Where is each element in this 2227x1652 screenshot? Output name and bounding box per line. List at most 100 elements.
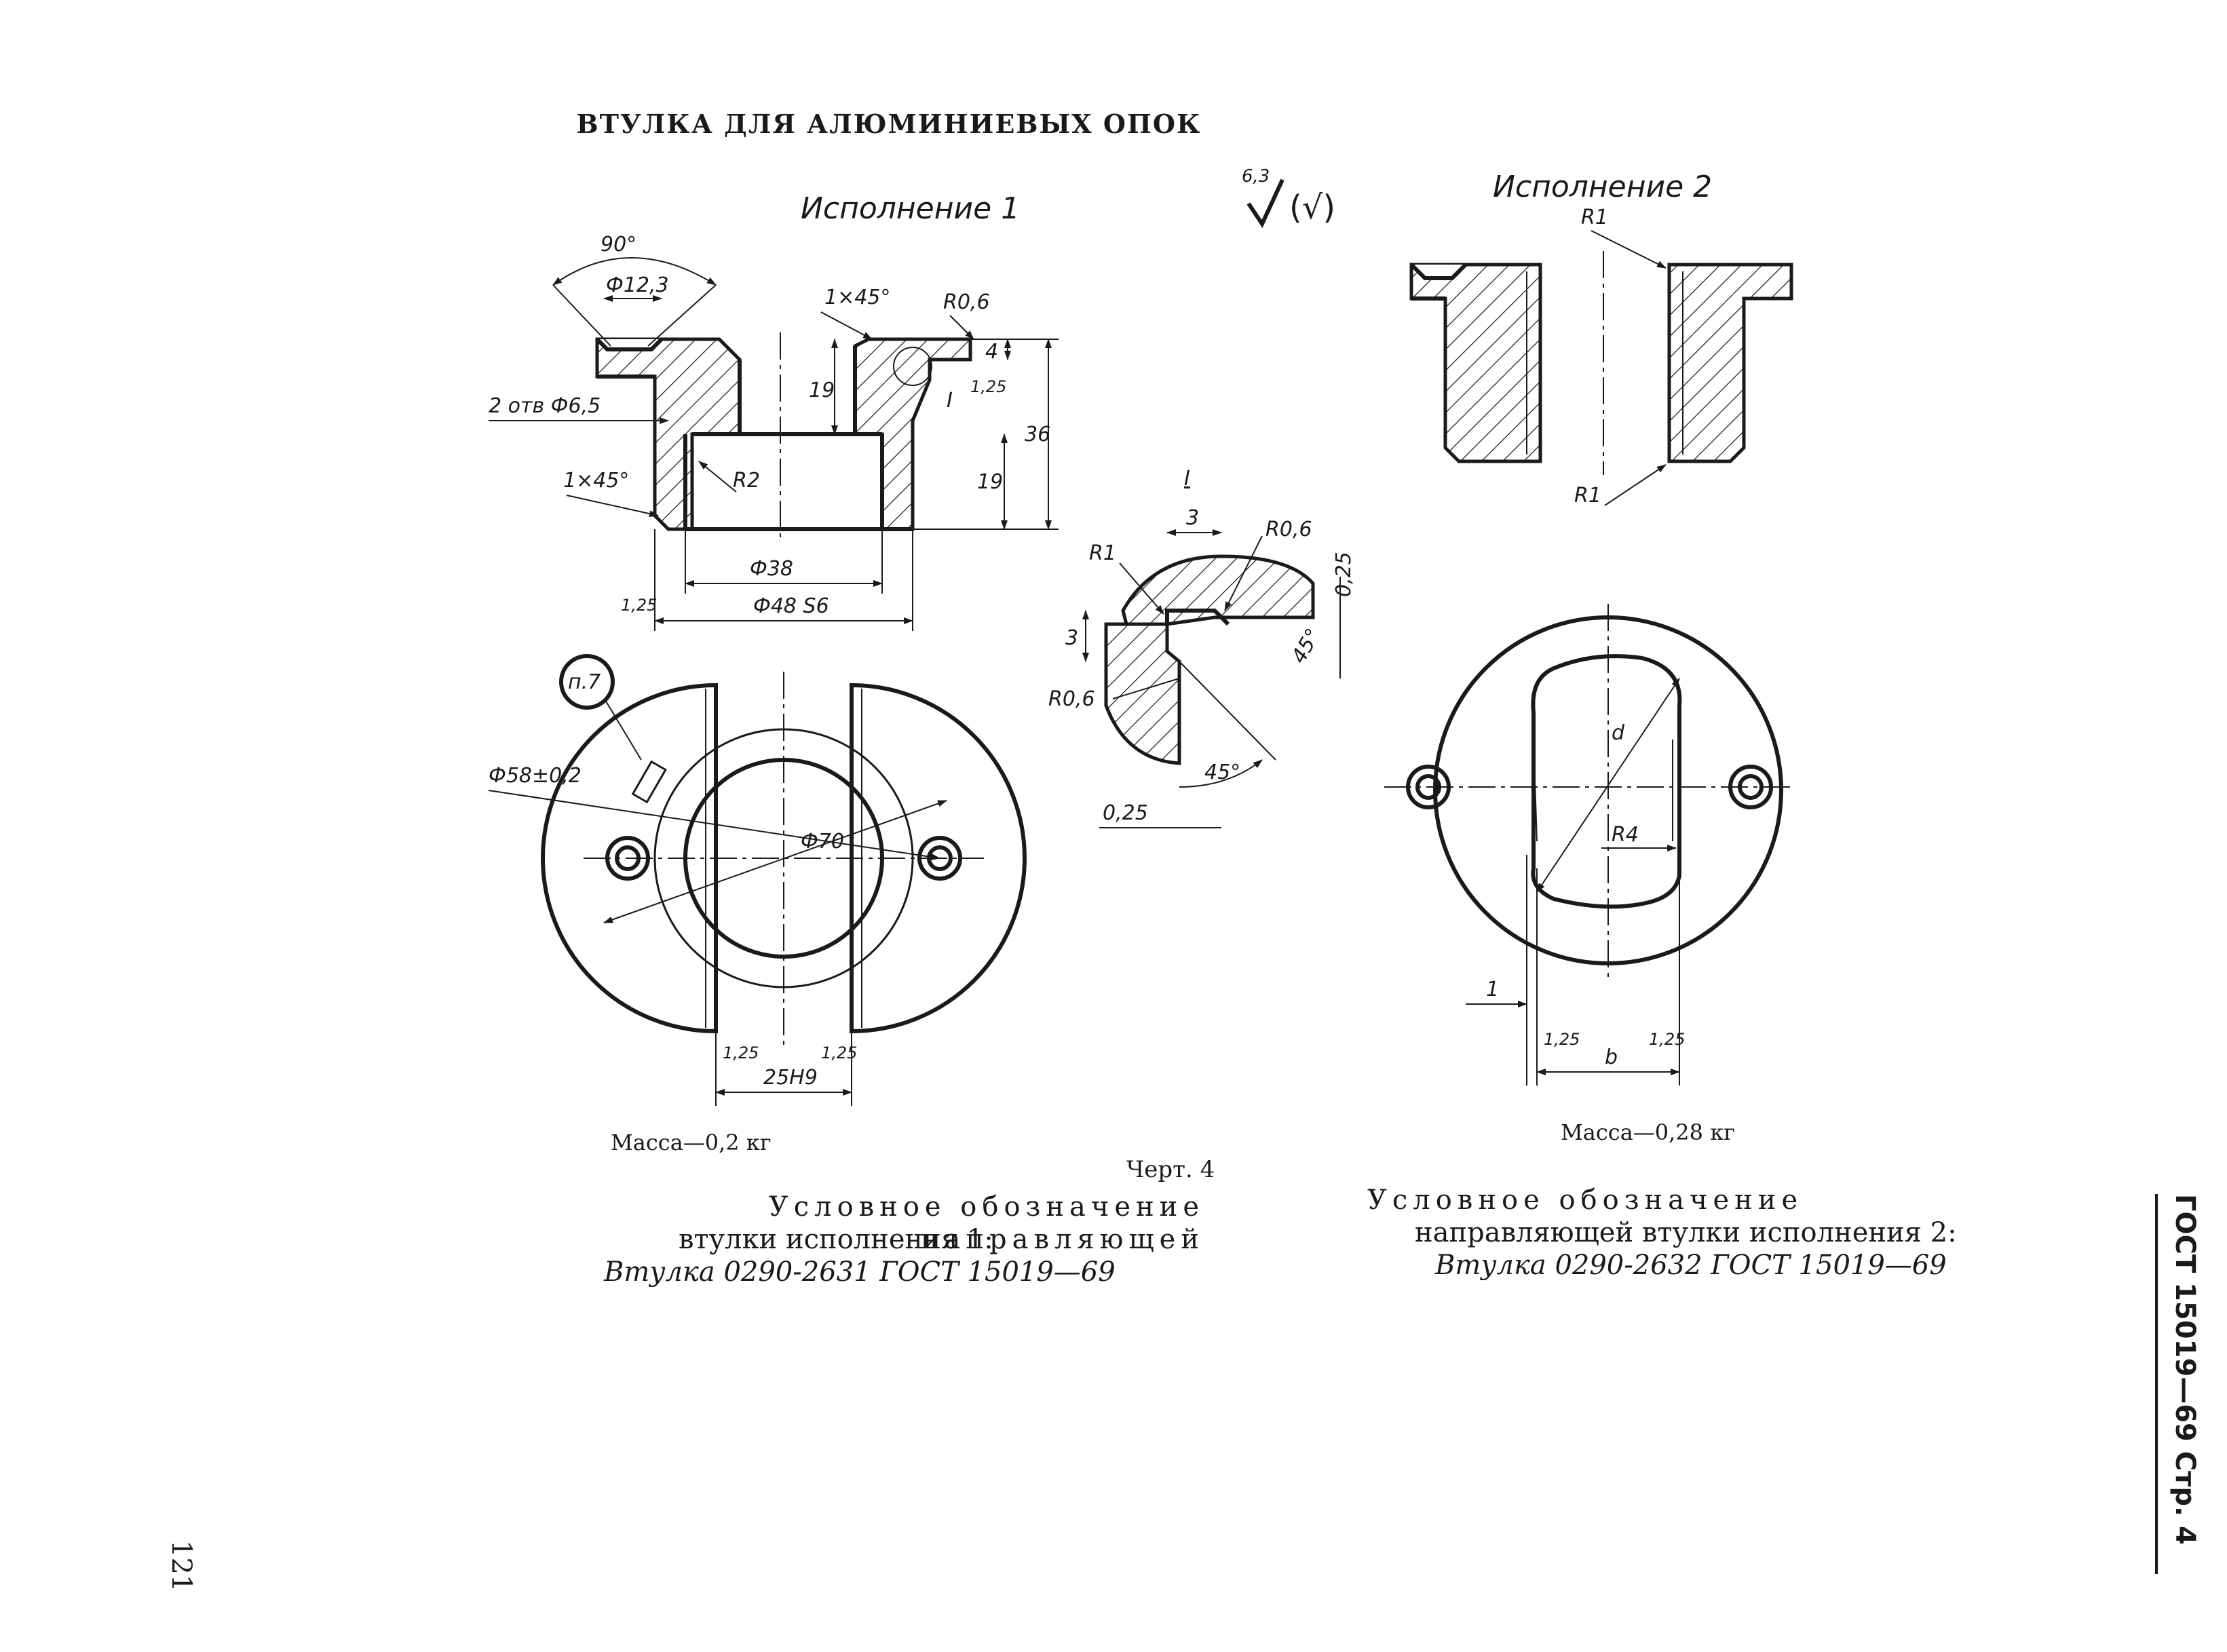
r-leader bbox=[949, 315, 974, 340]
detail-edge bbox=[1165, 609, 1230, 626]
dim-r2: R2 bbox=[733, 469, 760, 493]
dim-h4: 4 bbox=[985, 340, 998, 364]
dim-chamfer-bottom: 1×45° bbox=[563, 469, 629, 493]
detail-leader bbox=[1112, 678, 1180, 699]
dim-h19-bottom: 19 bbox=[977, 470, 1003, 494]
detail-leader bbox=[1224, 535, 1263, 611]
dim-d58: Ф58±0,2 bbox=[489, 764, 582, 788]
detail-d3-top: 3 bbox=[1186, 506, 1199, 530]
dim-d70: Ф70 bbox=[801, 830, 844, 853]
surface-finish-symbol: 6,3 (√) bbox=[1242, 166, 1335, 229]
check-mark bbox=[1246, 178, 1284, 229]
figure-number: Черт. 4 bbox=[1126, 1156, 1215, 1183]
variant1-plan: Ф70 Ф58±0,2 п.7 25H9 1,25 1,25 bbox=[488, 654, 1027, 1106]
detail-d3-left: 3 bbox=[1065, 626, 1078, 650]
v2-inner-opening bbox=[1531, 654, 1682, 909]
variant2-designation-code: Втулка 0290-2632 ГОСТ 15019—69 bbox=[1435, 1250, 1947, 1281]
dim-angle: 90° bbox=[601, 233, 636, 256]
page-number: 121 bbox=[166, 1540, 197, 1592]
v2-dim-r4: R4 bbox=[1612, 823, 1639, 847]
note-circle bbox=[559, 654, 615, 710]
chamfer-leader bbox=[566, 495, 659, 518]
detail-a45-bottom: 45° bbox=[1204, 761, 1240, 784]
dim-bore: Ф12,3 bbox=[606, 273, 669, 297]
detail-d025-right: 0,25 bbox=[1332, 552, 1356, 597]
detail-view: I 3 R0,6 R1 0,25 3 45° R0,6 45° 0,25 bbox=[1048, 467, 1356, 828]
side-header-text: ГОСТ 15019—69 Стр. 4 bbox=[2155, 1194, 2205, 1574]
variant1-designation-line2: втулки исполнения 1: bbox=[679, 1224, 993, 1255]
marking-area bbox=[631, 760, 667, 804]
detail-left-section bbox=[1104, 622, 1181, 765]
dim-line-58 bbox=[488, 790, 940, 861]
v2-right-wall bbox=[1667, 263, 1793, 463]
note-ref: п.7 bbox=[568, 670, 601, 694]
variant2-designation-line1: Условное обозначение bbox=[1367, 1185, 1804, 1216]
surface-finish-value: 6,3 bbox=[1242, 166, 1270, 187]
variant2-section: Исполнение 2 R1 R1 bbox=[1409, 170, 1793, 507]
r2-leader bbox=[698, 461, 737, 493]
detail-r1: R1 bbox=[1089, 541, 1116, 565]
v2-inner-line bbox=[1533, 739, 1538, 842]
detail-arc bbox=[1179, 759, 1263, 788]
dim-d48: Ф48 S6 bbox=[753, 594, 829, 618]
dim-chamfer-top: 1×45° bbox=[824, 286, 890, 309]
detail-ref: I bbox=[947, 389, 953, 412]
rough-slot-right: 1,25 bbox=[821, 1043, 857, 1062]
variant1-designation-code: Втулка 0290-2631 ГОСТ 15019—69 bbox=[604, 1256, 1116, 1288]
rough-side: 1,25 bbox=[621, 596, 657, 615]
rough-detail: 1,25 bbox=[970, 377, 1006, 396]
dim-h19-top: 19 bbox=[809, 379, 835, 402]
variant2-designation-line2: направляющей втулки исполнения 2: bbox=[1415, 1217, 1957, 1248]
dim-d38: Ф38 bbox=[750, 557, 793, 581]
side-header: ГОСТ 15019—69 Стр. 4 bbox=[2155, 1194, 2205, 1574]
v2-r1-bottom: R1 bbox=[1574, 484, 1601, 507]
detail-r06-top: R0,6 bbox=[1265, 518, 1312, 541]
bore-outline bbox=[683, 432, 913, 531]
page-title: ВТУЛКА ДЛЯ АЛЮМИНИЕВЫХ ОПОК bbox=[576, 109, 1202, 139]
v2-rough-left: 1,25 bbox=[1544, 1030, 1580, 1049]
v2-dim-d: d bbox=[1612, 721, 1625, 745]
detail-leader bbox=[1119, 562, 1164, 615]
angle-arc bbox=[552, 257, 717, 286]
v2-left-wall bbox=[1409, 263, 1542, 463]
v2-dim-line-d bbox=[1536, 678, 1680, 893]
dim-h36: 36 bbox=[1025, 423, 1050, 446]
variant1-designation-line1: Условное обозначение направляющей bbox=[768, 1191, 1204, 1255]
detail-d025-bottom: 0,25 bbox=[1103, 801, 1148, 825]
v2-dim-one: 1 bbox=[1486, 978, 1499, 1001]
detail-a45-right: 45° bbox=[1287, 624, 1326, 668]
variant2-caption: Исполнение 2 bbox=[1493, 170, 1712, 204]
detail-r06-left: R0,6 bbox=[1048, 687, 1095, 711]
dim-slot: 25H9 bbox=[763, 1066, 818, 1090]
slot-walls bbox=[738, 346, 857, 434]
detail-ext bbox=[1179, 661, 1276, 761]
v2-leader bbox=[1591, 230, 1667, 269]
countersink bbox=[595, 337, 664, 379]
flange-right bbox=[850, 683, 1027, 1034]
detail-top-section bbox=[1121, 554, 1315, 626]
rough-slot-left: 1,25 bbox=[723, 1043, 759, 1062]
detail-circle bbox=[893, 347, 932, 386]
chamfer-leader bbox=[820, 311, 873, 340]
dim-r-top: R0,6 bbox=[943, 290, 990, 314]
dim-line-70 bbox=[603, 800, 947, 923]
variant2-plan: d R4 1 b 1,25 1,25 bbox=[1384, 604, 1791, 1086]
v2-leader bbox=[1604, 464, 1667, 506]
v2-r1-top: R1 bbox=[1581, 206, 1608, 229]
variant1-caption: Исполнение 1 bbox=[801, 191, 1020, 226]
detail-label: I bbox=[1184, 467, 1190, 491]
angle-leader bbox=[647, 284, 717, 347]
dim-holes: 2 отв Ф6,5 bbox=[489, 394, 601, 418]
angle-leader bbox=[552, 284, 611, 347]
variant2-mass: Масса—0,28 кг bbox=[1561, 1119, 1735, 1145]
variant1-mass: Масса—0,2 кг bbox=[611, 1130, 772, 1155]
v2-countersink bbox=[1409, 263, 1468, 301]
flange-left bbox=[541, 683, 718, 1034]
v2-dim-b: b bbox=[1605, 1045, 1618, 1069]
surface-finish-note: (√) bbox=[1289, 189, 1335, 227]
v2-rough-right: 1,25 bbox=[1649, 1030, 1685, 1049]
note-leader bbox=[605, 699, 642, 761]
page-number-box: 121 bbox=[163, 1540, 204, 1592]
variant1-section: Исполнение 1 90° Ф12,3 2 отв Ф6,5 1×45° … bbox=[489, 191, 1059, 631]
